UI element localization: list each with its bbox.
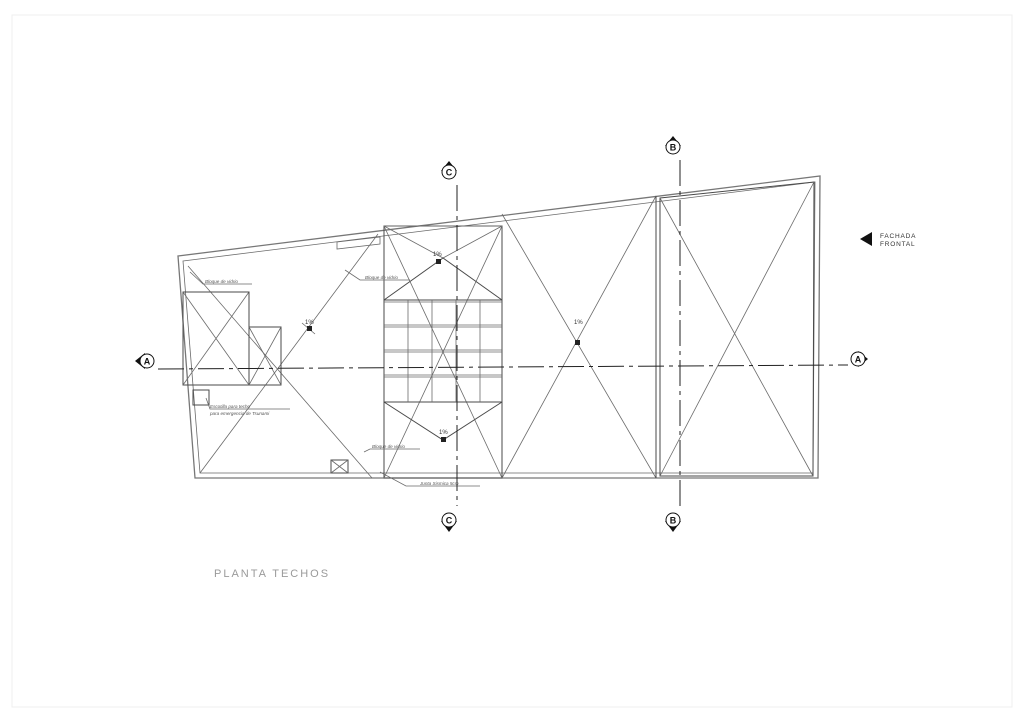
drawing-title: PLANTA TECHOS: [214, 568, 330, 580]
roof-panel-middle: [501, 195, 657, 479]
svg-text:C: C: [446, 168, 453, 178]
svg-text:A: A: [144, 357, 151, 367]
section-axis-a: [157, 364, 849, 370]
section-marker-c-bottom: C: [441, 512, 457, 532]
drain-center-top: [436, 259, 441, 264]
section-marker-a-right: A: [850, 351, 868, 367]
note-hatch-line1: Escotilla para techo: [210, 404, 251, 409]
note-glass-block-top-center: Bloque de vidrio: [365, 275, 398, 280]
slope-label-right: 1%: [574, 320, 583, 326]
svg-text:C: C: [446, 516, 453, 526]
note-hatch-line2: para emergencia de Tsunami: [209, 411, 270, 416]
section-axes: [157, 160, 849, 508]
note-seismic-joint: Junta Sismica 5cm: [419, 481, 459, 486]
section-marker-a-left: A: [135, 353, 155, 369]
annotation-leaders: [189, 269, 480, 487]
facade-arrow-icon: [860, 232, 872, 246]
svg-text:B: B: [670, 143, 677, 153]
roof-panel-center: [383, 225, 503, 479]
slope-label-center-bottom: 1%: [439, 430, 448, 436]
section-marker-b-top: B: [665, 136, 681, 155]
roof-panel-right: [659, 181, 815, 477]
svg-text:B: B: [670, 516, 677, 526]
sheet-border: [11, 14, 1013, 708]
drain-center-bottom: [441, 437, 446, 442]
roof-panel-left: [182, 233, 381, 479]
drain-left: [307, 326, 312, 331]
section-marker-b-bottom: B: [665, 512, 681, 532]
front-label-line1: FACHADA: [880, 233, 916, 240]
note-glass-block-top-left: Bloque de vidrio: [205, 279, 238, 284]
section-marker-c-top: C: [441, 161, 457, 180]
drain-right: [575, 340, 580, 345]
skylight-grid: [384, 300, 502, 402]
front-facade-indicator: FACHADA FRONTAL: [860, 232, 916, 248]
slope-label-center-top: 1%: [433, 252, 442, 258]
slope-label-left: 1%: [305, 320, 314, 326]
note-glass-block-bottom: Bloque de vidrio: [372, 444, 405, 449]
front-label-line2: FRONTAL: [880, 241, 915, 248]
roof-drains: [307, 259, 580, 442]
svg-text:A: A: [855, 355, 862, 365]
